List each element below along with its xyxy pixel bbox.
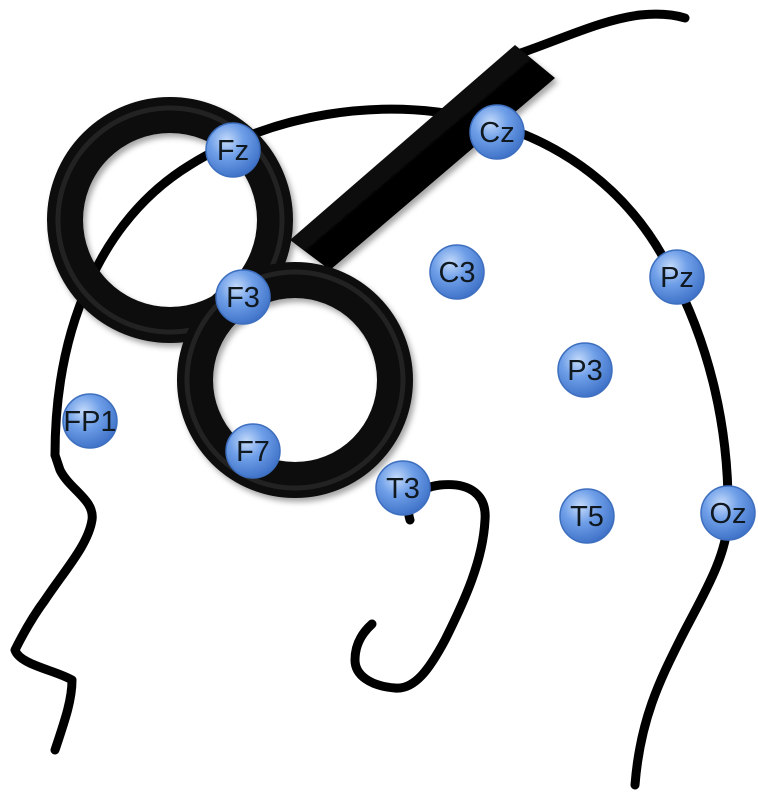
electrode-f7: F7 bbox=[226, 424, 280, 478]
electrode-pz: Pz bbox=[650, 250, 704, 304]
coil-handle bbox=[290, 45, 555, 270]
face-profile-outline bbox=[15, 455, 92, 750]
electrode-t3: T3 bbox=[376, 461, 430, 515]
electrode-fz: Fz bbox=[206, 123, 260, 177]
electrode-cz: Cz bbox=[470, 105, 524, 159]
electrode-oz: Oz bbox=[701, 486, 755, 540]
electrode-p3: P3 bbox=[558, 343, 612, 397]
electrode-f7-label: F7 bbox=[236, 436, 270, 468]
electrode-t3-label: T3 bbox=[386, 473, 420, 505]
electrode-c3-label: C3 bbox=[438, 257, 475, 289]
electrode-pz-label: Pz bbox=[660, 262, 694, 294]
electrode-c3: C3 bbox=[430, 245, 484, 299]
electrode-fp1: FP1 bbox=[63, 394, 117, 448]
coil-cable bbox=[515, 14, 685, 55]
electrode-f3-label: F3 bbox=[226, 282, 260, 314]
electrode-fp1-label: FP1 bbox=[63, 406, 116, 438]
electrode-t5-label: T5 bbox=[570, 501, 604, 533]
electrode-oz-label: Oz bbox=[709, 498, 746, 530]
electrode-f3: F3 bbox=[216, 270, 270, 324]
electrode-fz-label: Fz bbox=[217, 135, 249, 167]
electrode-t5: T5 bbox=[560, 489, 614, 543]
ear-outline bbox=[355, 485, 485, 689]
electrode-cz-label: Cz bbox=[479, 117, 514, 149]
electrode-p3-label: P3 bbox=[567, 355, 602, 387]
